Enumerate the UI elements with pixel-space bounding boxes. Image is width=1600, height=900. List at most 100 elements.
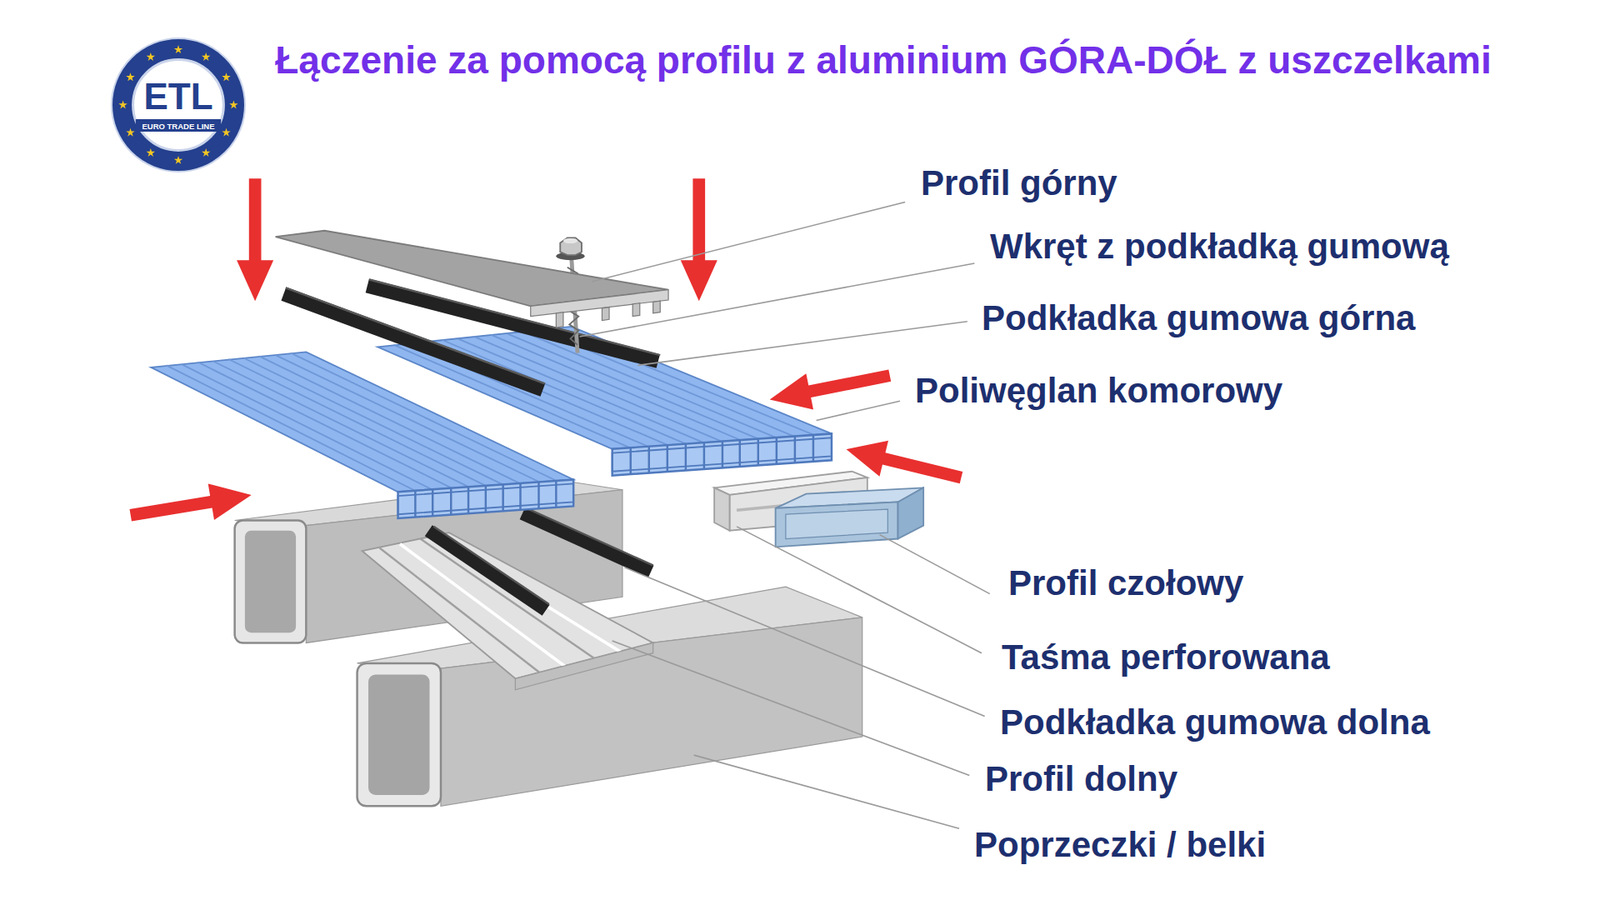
back-beam (235, 520, 307, 643)
polycarbonate-plate (198, 362, 452, 489)
force-arrow (841, 431, 965, 496)
polycarbonate-plate (775, 437, 778, 465)
force-arrow (236, 178, 274, 301)
part-label: Podkładka gumowa dolna (1000, 701, 1430, 744)
polycarbonate-plate (757, 439, 760, 466)
logo-tagline: EURO TRADE LINE (141, 122, 215, 131)
polycarbonate-plate (812, 435, 815, 462)
polycarbonate-plate (398, 483, 575, 515)
logo-star (174, 155, 183, 165)
polycarbonate-plate (398, 480, 575, 520)
force-arrow (680, 178, 718, 301)
polycarbonate-plate (537, 481, 540, 509)
leader-line (694, 755, 960, 829)
polycarbonate-plate (721, 441, 724, 469)
bottom-gasket (428, 508, 653, 610)
logo-star (174, 45, 183, 54)
logo-star (118, 100, 127, 109)
polycarbonate-plate (467, 486, 470, 514)
bottom-gasket (522, 513, 651, 572)
logo-star (125, 72, 135, 81)
part-label: Wkręt z podkładką gumową (990, 225, 1450, 268)
polycarbonate-plate (666, 445, 669, 472)
logo-disc (111, 38, 245, 172)
top-profile (275, 230, 669, 307)
leader-line (580, 263, 975, 337)
top-profile (275, 230, 669, 328)
polycarbonate-plate (181, 364, 433, 490)
polycarbonate-plate (166, 365, 416, 491)
polycarbonate-plate (630, 448, 632, 475)
leader-line (637, 321, 968, 366)
part-label: Profil czołowy (1008, 562, 1244, 605)
leader-line (591, 201, 905, 282)
logo-star (201, 148, 210, 157)
top-profile (601, 307, 610, 321)
polycarbonate-plate (739, 440, 741, 467)
top-profile (530, 290, 669, 317)
top-profile (632, 303, 640, 317)
perforated-tape (714, 487, 730, 530)
screw (560, 237, 582, 255)
polycarbonate-plate (555, 480, 557, 508)
logo-star (201, 52, 210, 61)
front-beam (357, 663, 441, 806)
logo-star (146, 52, 155, 61)
front-beam (368, 674, 430, 795)
polycarbonate-plate (685, 444, 687, 471)
logo-star (125, 128, 135, 137)
leader-line (624, 567, 985, 717)
polycarbonate-plate (519, 483, 521, 510)
top-gasket (283, 294, 543, 390)
end-profile (775, 487, 925, 547)
screw (563, 238, 578, 244)
polycarbonate-plate (450, 487, 452, 515)
logo-star (221, 72, 230, 81)
polycarbonate-plate (501, 485, 504, 512)
force-arrow (127, 178, 966, 534)
polycarbonate-plate (414, 490, 416, 518)
bottom-gasket (433, 526, 549, 605)
polycarbonate-plate (794, 436, 796, 464)
polycarbonate-plate (458, 339, 705, 444)
top-profile (555, 312, 564, 328)
end-profile (898, 487, 925, 539)
part-label: Poliwęglan komorowy (915, 370, 1283, 412)
polycarbonate-plate (213, 360, 469, 487)
polycarbonate-plate (415, 480, 556, 518)
end-profile (775, 501, 899, 547)
leader-line (736, 526, 982, 654)
polycarbonate-plate (648, 446, 650, 474)
leader-line (816, 400, 900, 420)
part-label: Taśma perforowana (1001, 636, 1330, 679)
polycarbonate-plate (228, 359, 486, 486)
logo-star (146, 148, 155, 157)
polycarbonate-plate (703, 442, 705, 470)
force-arrow (765, 357, 894, 418)
top-profile (653, 300, 661, 314)
logo-mark: ETL (143, 78, 213, 115)
part-label: Poprzeczki / belki (974, 824, 1266, 866)
logo-band (135, 119, 221, 132)
part-label: Profil górny (920, 162, 1118, 205)
polycarbonate-plate (630, 435, 814, 475)
polycarbonate-plate (612, 433, 832, 475)
polycarbonate-plate (485, 485, 487, 513)
part-label: Profil dolny (985, 758, 1178, 800)
bottom-gasket (428, 530, 546, 611)
polycarbonate-plate (612, 437, 832, 471)
leader-line (580, 201, 990, 829)
end-profile (785, 509, 888, 540)
logo-badge: ETL EURO TRADE LINE (110, 36, 247, 174)
title: Łączenie za pomocą profilu z aluminium G… (258, 31, 1509, 90)
polycarbonate-plate (522, 331, 777, 438)
polycarbonate-plate (431, 490, 434, 517)
force-arrow (127, 476, 255, 534)
logo-star (221, 128, 230, 137)
part-label: Podkładka gumowa górna (981, 297, 1415, 340)
leader-line (880, 535, 990, 595)
logo-inner (133, 60, 225, 151)
logo-star (229, 100, 238, 109)
